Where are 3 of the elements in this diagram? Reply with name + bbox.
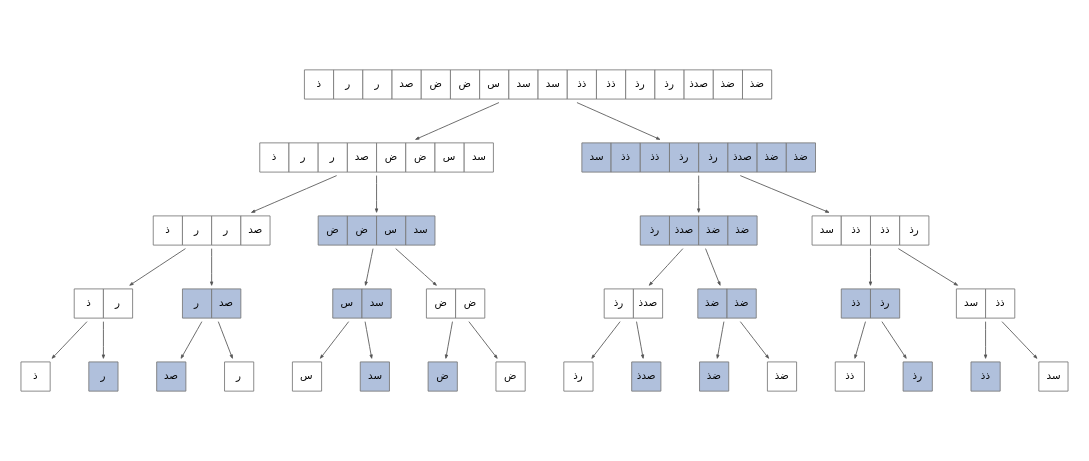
node-text: ذ ر ر صد xyxy=(165,223,263,236)
node-text: سد ذذ ذذ رذ xyxy=(819,223,919,236)
node-text: ذ ر ر صد ض ض س سد سد ذذ ذذ رذ رذ صدذ ضذ ضذ xyxy=(316,77,764,90)
